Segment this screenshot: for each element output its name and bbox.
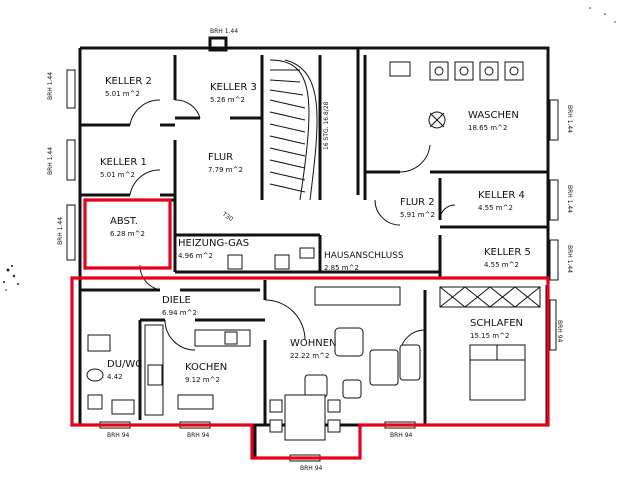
brh-top: BRH 1.44 [210, 28, 238, 35]
room-area-waschen: 18.65 m^2 [468, 124, 507, 132]
room-name-hausanschluss: HAUSANSCHLUSS [324, 251, 404, 261]
room-name-waschen: WASCHEN [468, 110, 519, 121]
brh-bottom-3: BRH 94 [300, 465, 323, 472]
brh-labels: BRH 1.44 BRH 1.44 BRH 1.44 BRH 1.44 BRH … [47, 28, 573, 472]
room-area-schlafen: 15.15 m^2 [470, 332, 509, 340]
brh-left-2: BRH 1.44 [47, 147, 54, 175]
brh-bottom-4: BRH 94 [390, 432, 413, 439]
room-area-duwc: 4.42 [107, 373, 123, 381]
room-name-duwc: DU/WC [107, 359, 142, 370]
brh-bottom-1: BRH 94 [107, 432, 130, 439]
room-area-keller1: 5.01 m^2 [100, 171, 135, 179]
room-area-hausanschluss: 2.85 m^2 [324, 264, 359, 272]
stairs-label: 16 STG. 16.8/28 [323, 101, 330, 150]
brh-right-3: BRH 1.44 [566, 245, 573, 273]
room-name-flur: FLUR [208, 152, 233, 163]
room-area-keller3: 5.26 m^2 [210, 96, 245, 104]
room-name-keller4: KELLER 4 [478, 190, 525, 201]
room-name-abst: ABST. [110, 216, 138, 227]
room-name-keller5: KELLER 5 [484, 247, 531, 258]
ceiling-light-icon [428, 111, 446, 129]
room-name-keller1: KELLER 1 [100, 157, 147, 168]
staircase [269, 59, 318, 201]
room-area-keller5: 4.55 m^2 [484, 261, 519, 269]
room-area-keller2: 5.01 m^2 [105, 90, 140, 98]
room-name-flur2: FLUR 2 [400, 197, 435, 208]
brh-left-3: BRH 1.44 [57, 217, 64, 245]
brh-bottom-2: BRH 94 [187, 432, 210, 439]
room-area-abst: 6.28 m^2 [110, 230, 145, 238]
room-name-schlafen: SCHLAFEN [470, 318, 523, 329]
room-name-keller3: KELLER 3 [210, 82, 257, 93]
highlight-outline [70, 198, 550, 460]
brh-right-2: BRH 1.44 [566, 185, 573, 213]
washing-machines [389, 61, 524, 81]
highlight-abst [83, 198, 172, 270]
room-area-kochen: 9.12 m^2 [185, 376, 220, 384]
utility-boxes [227, 247, 315, 270]
room-area-flur2: 5.91 m^2 [400, 211, 435, 219]
room-labels: KELLER 2 5.01 m^2 KELLER 3 5.26 m^2 KELL… [100, 76, 531, 384]
room-area-keller4: 4.55 m^2 [478, 204, 513, 212]
chimney [208, 36, 228, 52]
room-name-kochen: KOCHEN [185, 362, 227, 373]
furniture [86, 286, 541, 441]
inner-walls [80, 55, 548, 425]
highlight-apartment [70, 276, 550, 460]
room-name-heizung: HEIZUNG-GAS [178, 238, 249, 249]
fire-door-label: T30 [220, 210, 234, 223]
room-area-wohnen: 22.22 m^2 [290, 352, 329, 360]
scan-speckles [3, 7, 616, 291]
room-area-flur: 7.79 m^2 [208, 166, 243, 174]
room-name-wohnen: WOHNEN [290, 338, 337, 349]
room-name-diele: DIELE [162, 295, 191, 306]
brh-right-4: BRH 94 [556, 320, 563, 343]
brh-left-1: BRH 1.44 [47, 72, 54, 100]
room-name-keller2: KELLER 2 [105, 76, 152, 87]
room-area-diele: 6.94 m^2 [162, 309, 197, 317]
brh-right-1: BRH 1.44 [566, 105, 573, 133]
room-area-heizung: 4.96 m^2 [178, 252, 213, 260]
